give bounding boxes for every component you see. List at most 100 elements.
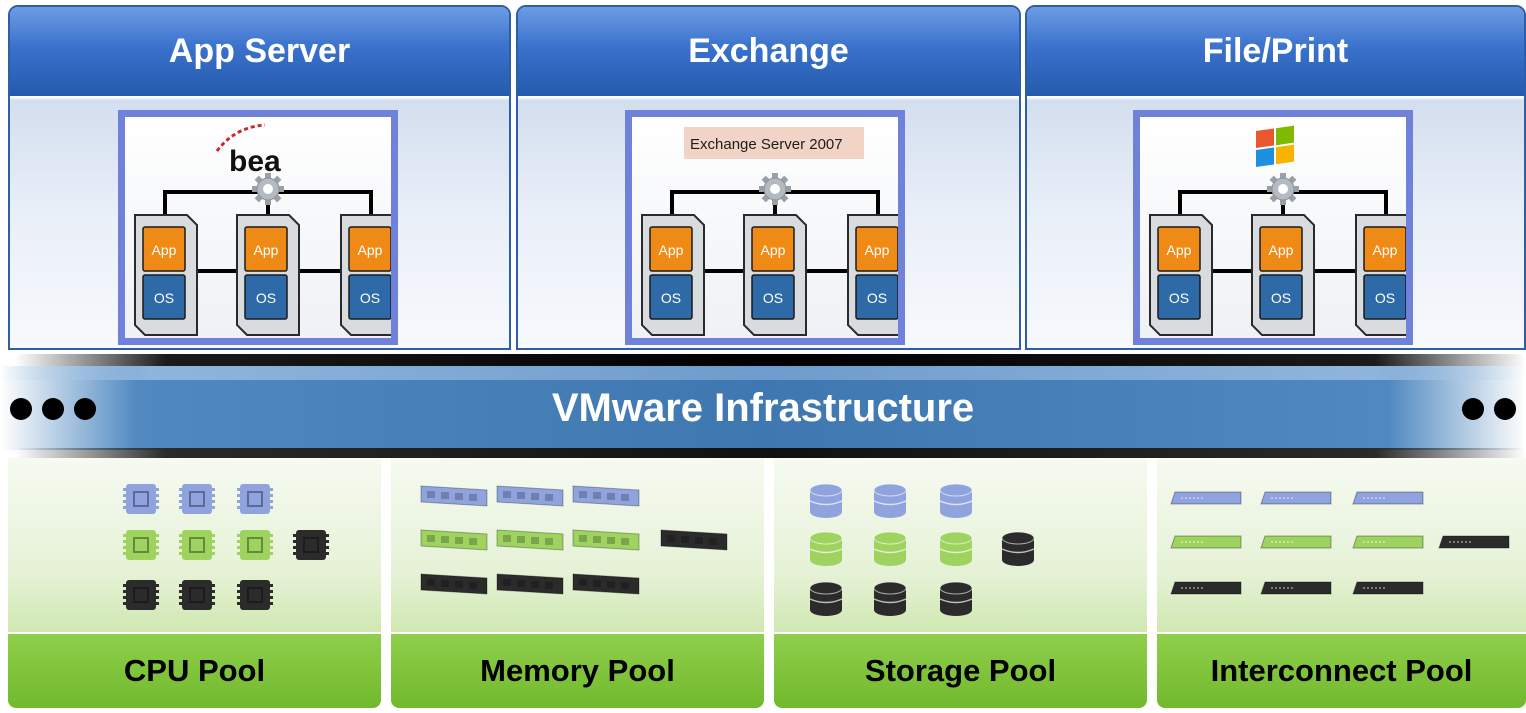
os-layer bbox=[751, 274, 795, 320]
cpu-chip-icon bbox=[123, 580, 159, 610]
network-switch-icon bbox=[1260, 491, 1332, 505]
network-switch-icon bbox=[1170, 581, 1242, 595]
memory-module-icon bbox=[572, 573, 640, 595]
cpu-chip-icon bbox=[179, 580, 215, 610]
app-layer bbox=[751, 226, 795, 272]
infrastructure-title: VMware Infrastructure bbox=[551, 385, 975, 430]
panel-title: Exchange bbox=[518, 7, 1019, 98]
storage-disk-icon bbox=[939, 581, 973, 616]
os-layer bbox=[1363, 274, 1406, 320]
storage-disk-icon bbox=[873, 531, 907, 566]
network-switch-icon bbox=[1170, 491, 1242, 505]
storage-pool-panel: Storage Pool bbox=[774, 458, 1147, 708]
storage-disk-icon bbox=[873, 581, 907, 616]
pool-title: Storage Pool bbox=[774, 632, 1147, 708]
pool-title: Memory Pool bbox=[391, 632, 764, 708]
cpu-chip-icon bbox=[179, 484, 215, 514]
gear-icon bbox=[252, 173, 284, 205]
app-label: App bbox=[152, 242, 177, 258]
app-label: App bbox=[865, 242, 890, 258]
band-top-shadow bbox=[15, 354, 1526, 366]
svg-text:Exchange Server 2007: Exchange Server 2007 bbox=[690, 136, 843, 153]
os-layer bbox=[348, 274, 391, 320]
cpu-pool-panel: CPU Pool bbox=[8, 458, 381, 708]
os-label: OS bbox=[661, 290, 681, 306]
app-label: App bbox=[659, 242, 684, 258]
ellipsis-right-icon bbox=[1462, 398, 1526, 420]
memory-module-icon bbox=[496, 573, 564, 595]
vmware-infrastructure-band: VMware Infrastructure bbox=[0, 366, 1526, 450]
cpu-chip-icon bbox=[293, 530, 329, 560]
gear-icon bbox=[1267, 173, 1299, 205]
memory-module-icon bbox=[496, 529, 564, 551]
memory-module-icon bbox=[572, 529, 640, 551]
storage-disk-icon bbox=[809, 531, 843, 566]
app-label: App bbox=[1373, 242, 1398, 258]
os-label: OS bbox=[763, 290, 783, 306]
svg-text:bea: bea bbox=[229, 145, 281, 178]
exchange-server-logo: Exchange Server 2007 bbox=[684, 127, 864, 159]
network-switch-icon bbox=[1352, 581, 1424, 595]
network-switch-icon bbox=[1438, 535, 1510, 549]
cpu-chip-icon bbox=[237, 580, 273, 610]
os-label: OS bbox=[256, 290, 276, 306]
app-layer bbox=[142, 226, 186, 272]
app-label: App bbox=[1167, 242, 1192, 258]
os-label: OS bbox=[154, 290, 174, 306]
os-layer bbox=[244, 274, 288, 320]
cpu-chip-icon bbox=[123, 484, 159, 514]
pool-title: CPU Pool bbox=[8, 632, 381, 708]
network-switch-icon bbox=[1170, 535, 1242, 549]
cpu-chip-icon bbox=[123, 530, 159, 560]
app-layer bbox=[244, 226, 288, 272]
memory-pool-panel: Memory Pool bbox=[391, 458, 764, 708]
app-layer bbox=[855, 226, 898, 272]
gear-icon bbox=[759, 173, 791, 205]
app-layer bbox=[1157, 226, 1201, 272]
os-label: OS bbox=[360, 290, 380, 306]
app-label: App bbox=[358, 242, 383, 258]
network-switch-icon bbox=[1260, 535, 1332, 549]
panel-title: App Server bbox=[10, 7, 509, 98]
os-layer bbox=[1259, 274, 1303, 320]
memory-module-icon bbox=[660, 529, 728, 551]
os-label: OS bbox=[1169, 290, 1189, 306]
windows-logo bbox=[1256, 125, 1294, 167]
app-layer bbox=[1259, 226, 1303, 272]
storage-disk-icon bbox=[939, 531, 973, 566]
panel-title: File/Print bbox=[1027, 7, 1524, 98]
app-layer bbox=[1363, 226, 1406, 272]
app-label: App bbox=[1269, 242, 1294, 258]
app-layer bbox=[649, 226, 693, 272]
storage-disk-icon bbox=[873, 483, 907, 518]
storage-disk-icon bbox=[809, 581, 843, 616]
pool-title: Interconnect Pool bbox=[1157, 632, 1526, 708]
network-switch-icon bbox=[1260, 581, 1332, 595]
storage-disk-icon bbox=[1001, 531, 1035, 566]
os-label: OS bbox=[867, 290, 887, 306]
band-highlight bbox=[0, 366, 1526, 380]
network-switch-icon bbox=[1352, 535, 1424, 549]
memory-module-icon bbox=[572, 485, 640, 507]
cpu-chip-icon bbox=[237, 484, 273, 514]
band-bottom-shadow bbox=[15, 448, 1526, 458]
storage-disk-icon bbox=[939, 483, 973, 518]
app-layer bbox=[348, 226, 391, 272]
